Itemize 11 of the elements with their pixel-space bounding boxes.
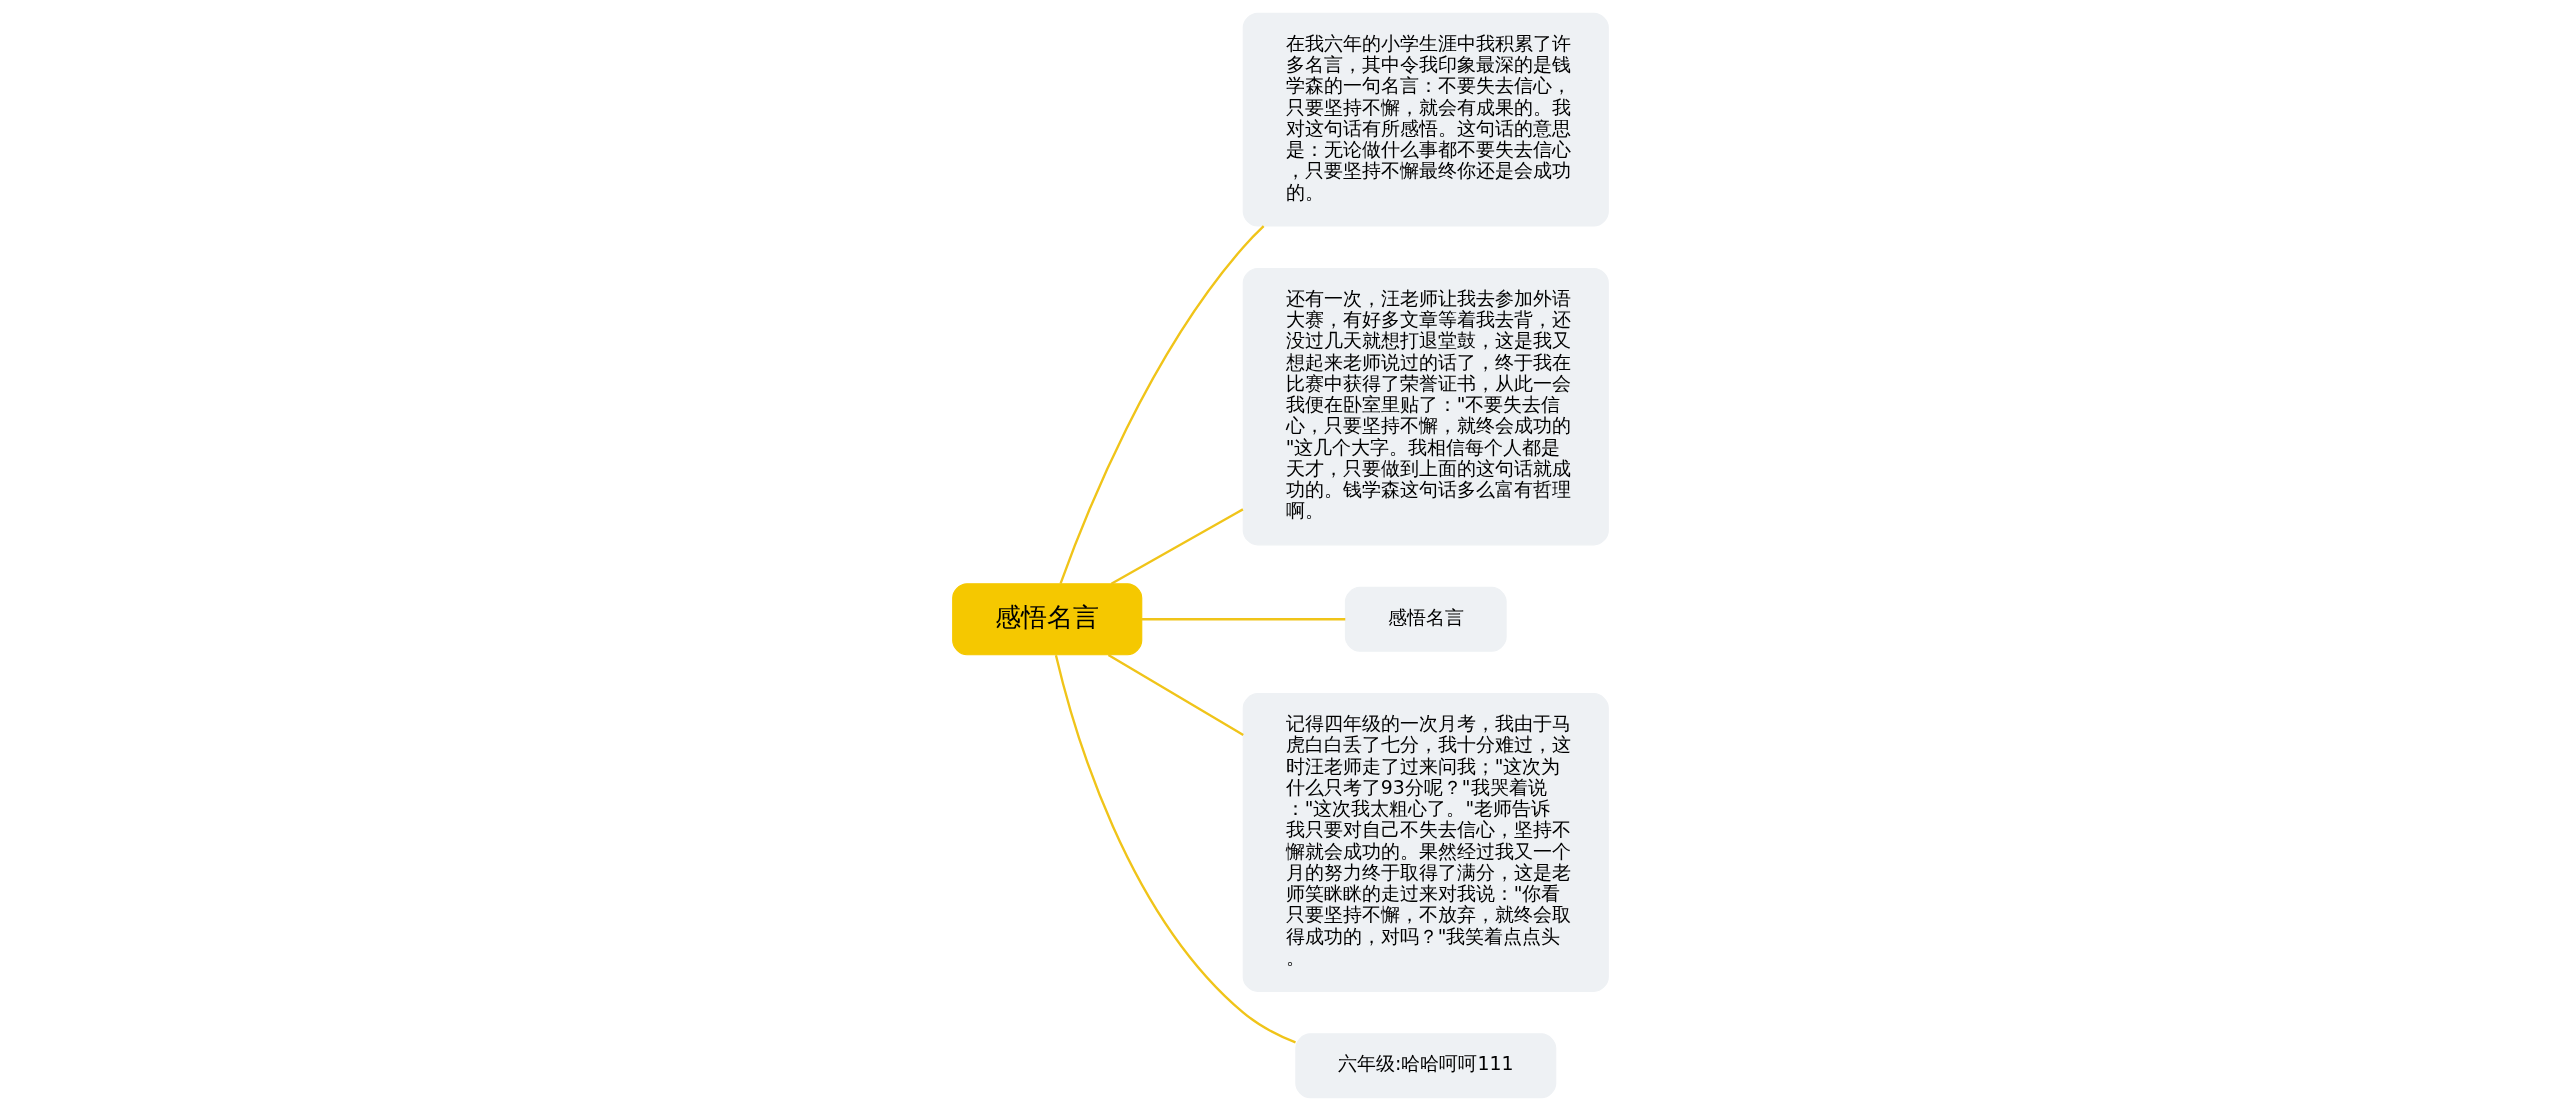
- node-box: 在我六年的小学生涯中我积累了许多名言，其中令我印象最深的是钱学森的一句名言：不要失去信心，只要坚持不懈，就会有成果的。我对这句话有所感悟。这句话的意思是：无论做什么事都不要失去信心，只要坚持不懈最终你还是会成功的。: [1242, 12, 1609, 227]
- connector: [1107, 653, 1244, 736]
- node-box: 还有一次，汪老师让我去参加外语大赛，有好多文章等着我去背，还没过几天就想打退堂鼓，这是我又想起来老师说过的话了，终于我在比赛中获得了荣誉证书，从此一会我便在卧室里贴了："不要失去信心，只要坚持不懈，就终会成功的"这几个大字。我相信每个人都是天才，只要做到上面的这句话就成功的。钱学森这句话多么富有哲理啊。: [1242, 267, 1609, 546]
- node-box: 六年级:哈哈呵呵111: [1294, 1033, 1556, 1099]
- node-box: 记得四年级的一次月考，我由于马虎白白丢了七分，我十分难过，这时汪老师走了过来问我；"这次为什么只考了93分呢？"我哭着说："这次我太粗心了。"老师告诉我只要对自己不失去信心，坚持不懈就会成功的。果然经过我又一个月的努力终于取得了满分，这是老师笑眯眯的走过来对我说："你看只要坚持不懈，不放弃，就终会取得成功的，对吗？"我笑着点点头。: [1242, 693, 1609, 992]
- connector: [1110, 508, 1243, 585]
- node-box: 感悟名言: [1344, 586, 1507, 652]
- connector: [1058, 225, 1264, 585]
- node-box: 感悟名言: [951, 583, 1142, 656]
- connector: [1054, 654, 1296, 1044]
- connector: [1141, 618, 1345, 621]
